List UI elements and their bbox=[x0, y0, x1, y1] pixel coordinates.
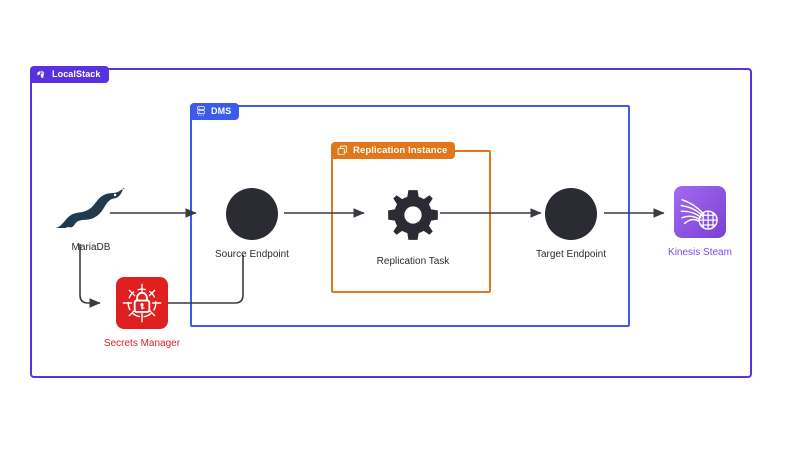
node-mariadb[interactable]: MariaDB bbox=[48, 186, 134, 253]
node-kinesis-stream-label: Kinesis Steam bbox=[668, 247, 732, 258]
node-source-endpoint[interactable]: Source Endpoint bbox=[202, 188, 302, 260]
localstack-boundary-frame bbox=[30, 68, 752, 378]
replication-instance-frame-badge: Replication Instance bbox=[331, 142, 456, 159]
node-kinesis-stream[interactable]: Kinesis Steam bbox=[650, 186, 750, 258]
localstack-frame-badge: LocalStack bbox=[30, 66, 109, 83]
node-replication-task-label: Replication Task bbox=[376, 256, 450, 267]
gear-icon bbox=[386, 188, 440, 247]
node-target-endpoint-label: Target Endpoint bbox=[535, 249, 607, 260]
mariadb-seal-logo-icon bbox=[51, 186, 130, 233]
node-target-endpoint[interactable]: Target Endpoint bbox=[521, 188, 621, 260]
node-mariadb-label: MariaDB bbox=[71, 242, 111, 253]
replication-instance-frame-label: Replication Instance bbox=[353, 144, 448, 156]
filled-circle-icon bbox=[226, 188, 278, 240]
node-replication-task[interactable]: Replication Task bbox=[358, 188, 468, 267]
copy-duplicate-icon bbox=[337, 145, 348, 156]
localstack-logo-icon bbox=[36, 69, 47, 80]
aws-kinesis-icon bbox=[674, 186, 726, 238]
node-secrets-manager[interactable]: Secrets Manager bbox=[92, 277, 192, 349]
dms-frame-label: DMS bbox=[211, 106, 232, 116]
aws-secrets-manager-lock-icon bbox=[116, 277, 168, 329]
database-server-icon bbox=[196, 106, 206, 117]
localstack-frame-label: LocalStack bbox=[52, 69, 101, 79]
dms-frame-badge: DMS bbox=[190, 103, 240, 120]
node-secrets-manager-label: Secrets Manager bbox=[103, 338, 181, 349]
filled-circle-icon bbox=[545, 188, 597, 240]
node-source-endpoint-label: Source Endpoint bbox=[215, 249, 289, 260]
